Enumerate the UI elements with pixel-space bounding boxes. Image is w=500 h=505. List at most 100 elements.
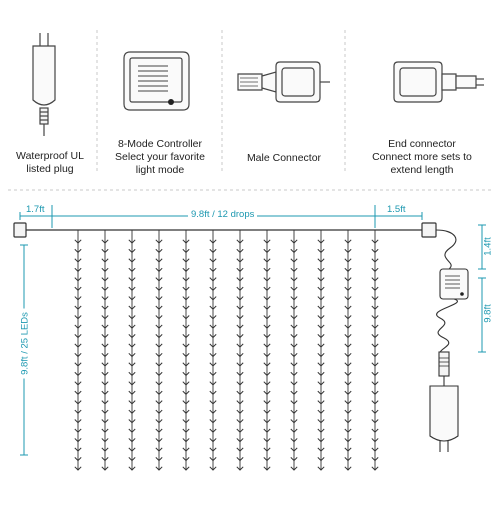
led-mark — [236, 305, 244, 310]
led-mark — [263, 419, 271, 424]
led-mark — [155, 305, 163, 310]
led-mark — [128, 438, 136, 443]
led-mark — [344, 258, 352, 263]
led-mark — [209, 286, 217, 291]
led-mark — [128, 286, 136, 291]
dim-plug-cable: 9.8ft — [482, 298, 494, 329]
led-mark — [236, 362, 244, 367]
led-mark — [236, 343, 244, 348]
led-mark — [101, 334, 109, 339]
led-mark — [209, 258, 217, 263]
led-mark — [344, 248, 352, 254]
led-mark — [317, 428, 325, 433]
led-mark — [344, 438, 352, 443]
led-mark — [182, 371, 190, 377]
led-mark — [263, 334, 271, 339]
caption-line: End connector — [388, 138, 456, 150]
end-cap-icon — [13, 222, 27, 238]
caption-line: light mode — [135, 164, 185, 176]
led-mark — [344, 428, 352, 433]
led-mark — [344, 296, 352, 301]
curtain-bus — [13, 222, 437, 238]
led-mark — [74, 258, 82, 263]
led-mark — [371, 277, 379, 282]
led-mark — [317, 390, 325, 396]
led-mark — [290, 390, 298, 396]
led-mark — [182, 400, 190, 405]
led-mark — [101, 277, 109, 282]
led-mark — [317, 296, 325, 301]
led-mark — [371, 296, 379, 301]
cable-connector-icon — [438, 351, 450, 377]
led-mark — [371, 267, 379, 273]
dim-left-lead: 1.7ft — [24, 204, 47, 215]
light-drop — [182, 230, 190, 471]
led-mark — [101, 315, 109, 320]
caption-controller: 8-Mode Controller Select your favorite l… — [100, 138, 220, 177]
led-mark — [101, 438, 109, 443]
led-mark — [263, 239, 271, 244]
led-mark — [290, 438, 298, 443]
led-mark — [209, 248, 217, 254]
led-mark — [236, 296, 244, 301]
led-mark — [128, 409, 136, 414]
led-mark — [74, 409, 82, 414]
caption-line: 8-Mode Controller — [117, 138, 203, 150]
dim-width: 9.8ft / 12 drops — [188, 209, 258, 220]
led-mark — [209, 305, 217, 310]
led-mark — [371, 352, 379, 358]
led-mark — [263, 409, 271, 414]
led-mark — [155, 438, 163, 443]
led-mark — [263, 315, 271, 320]
led-mark — [317, 419, 325, 424]
end-connector-icon — [393, 61, 484, 103]
led-mark — [344, 277, 352, 282]
led-mark — [182, 239, 190, 244]
led-mark — [155, 409, 163, 414]
led-mark — [236, 324, 244, 329]
led-mark — [236, 239, 244, 244]
dividers — [8, 30, 492, 191]
led-mark — [74, 371, 82, 377]
led-mark — [209, 438, 217, 443]
led-mark — [290, 267, 298, 273]
led-mark — [236, 286, 244, 291]
led-mark — [263, 456, 271, 462]
led-mark — [371, 239, 379, 244]
led-mark — [155, 447, 163, 452]
led-mark — [101, 371, 109, 377]
led-mark — [317, 352, 325, 358]
led-mark — [101, 381, 109, 386]
led-mark — [155, 400, 163, 405]
led-mark — [371, 400, 379, 405]
led-mark — [209, 371, 217, 377]
led-mark — [128, 428, 136, 433]
led-mark — [101, 419, 109, 424]
light-drops — [74, 230, 379, 471]
led-mark — [182, 343, 190, 348]
led-mark — [263, 286, 271, 291]
led-mark — [155, 390, 163, 396]
led-mark — [236, 438, 244, 443]
led-mark — [317, 447, 325, 452]
led-mark — [74, 267, 82, 273]
led-mark — [74, 334, 82, 339]
led-mark — [371, 324, 379, 329]
led-mark — [263, 447, 271, 452]
led-mark — [74, 438, 82, 443]
led-mark — [182, 286, 190, 291]
caption-plug: Waterproof UL listed plug — [4, 150, 96, 176]
led-mark — [290, 428, 298, 433]
led-mark — [182, 324, 190, 329]
led-mark — [290, 334, 298, 339]
led-mark — [128, 305, 136, 310]
led-mark — [236, 456, 244, 462]
led-mark — [290, 248, 298, 254]
led-mark — [344, 456, 352, 462]
led-mark — [101, 447, 109, 452]
caption-line: Connect more sets to — [372, 151, 472, 163]
led-mark — [371, 305, 379, 310]
led-mark — [182, 267, 190, 273]
led-mark — [101, 296, 109, 301]
led-mark — [128, 371, 136, 377]
